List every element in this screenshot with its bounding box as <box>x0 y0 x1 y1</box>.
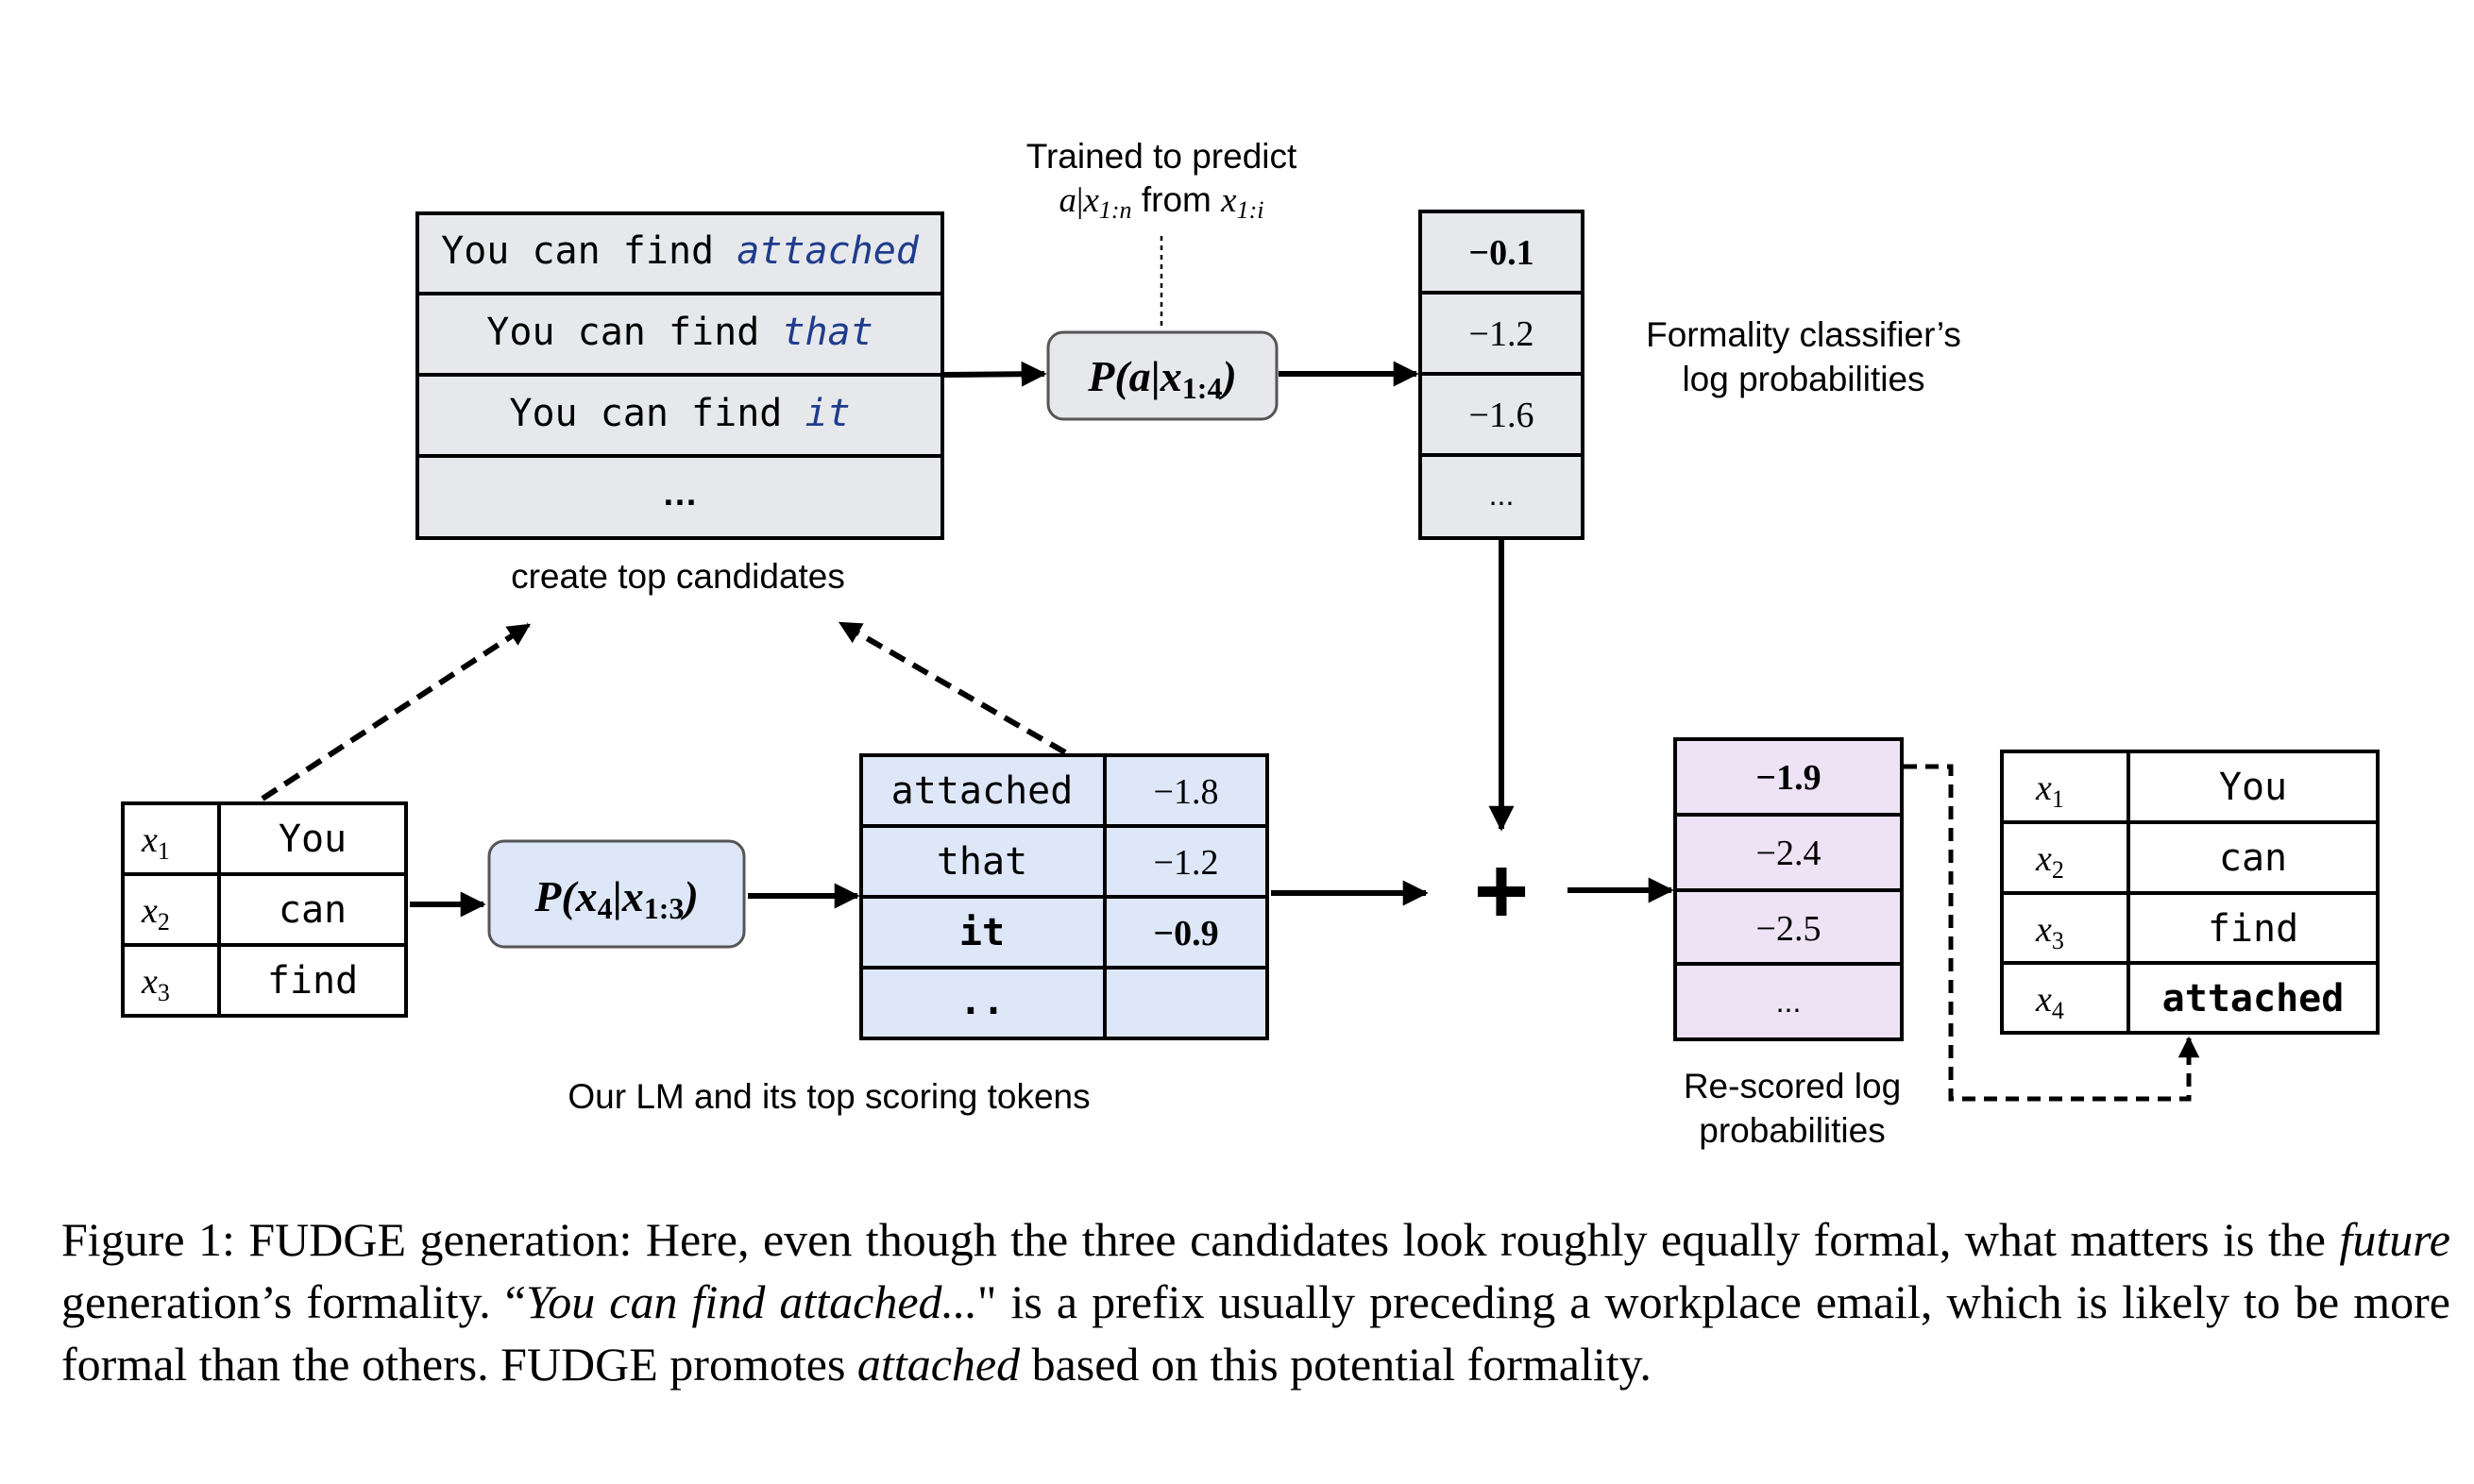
rescored-column: −1.9 −2.4 −2.5 ... <box>1673 737 1904 1041</box>
rescored-to-result-dashed-arrow <box>1904 764 2200 1102</box>
candidate-token: that <box>782 311 873 354</box>
formality-label-line1: Formality classifier’s <box>1646 315 1961 354</box>
lm-score: −1.2 <box>1154 843 1219 883</box>
result-var: x2 <box>2035 839 2064 884</box>
rescored-score: −2.4 <box>1756 834 1822 873</box>
formality-score: −1.2 <box>1469 314 1534 354</box>
prefix-token: find <box>267 959 358 1003</box>
result-token: find <box>2208 907 2298 951</box>
rescored-score: ... <box>1776 985 1802 1019</box>
classifier-note-line1: Trained to predict <box>1026 137 1297 176</box>
candidate-ellipsis: … <box>662 474 698 514</box>
prefix-table: x1 x2 x3 You can find <box>121 801 408 1018</box>
figure-caption: Figure 1: FUDGE generation: Here, even t… <box>61 1213 2450 1391</box>
result-var: x1 <box>2035 768 2064 813</box>
classifier-note-line2: a|x1:n from x1:i <box>1059 180 1264 224</box>
formality-score: ... <box>1489 478 1515 512</box>
lm-score: −1.8 <box>1154 772 1219 812</box>
lm-box: P(x4|x1:3) <box>487 839 746 949</box>
prefix-var: x3 <box>141 962 170 1006</box>
formality-score: −1.6 <box>1469 396 1534 435</box>
prefix-token: You <box>279 818 347 861</box>
svg-text:P(x4|x1:3): P(x4|x1:3) <box>534 872 699 925</box>
prefix-var: x2 <box>141 891 170 936</box>
lm-token: that <box>937 840 1027 884</box>
classifier-box: P(a|x1:4) <box>1046 330 1279 421</box>
plus-sign: + <box>1474 838 1529 944</box>
prefix-to-candidates-dashed-arrow <box>261 622 532 801</box>
rescored-score: −2.5 <box>1756 909 1822 949</box>
candidate-row: You can find it <box>509 392 850 435</box>
result-table: x1 x2 x3 x4 You can find attached <box>2000 750 2380 1035</box>
lm-token: .. <box>959 980 1005 1023</box>
result-token: can <box>2219 836 2287 880</box>
formality-label-line2: log probabilities <box>1682 360 1924 398</box>
top-candidates-table: You can find attached You can find that … <box>415 211 944 540</box>
formality-score: −0.1 <box>1468 233 1534 273</box>
tokens-to-candidates-dashed-arrow <box>838 620 1067 755</box>
rescored-label-line1: Re-scored log <box>1684 1067 1901 1105</box>
svg-text:P(a|x1:4): P(a|x1:4) <box>1087 352 1237 405</box>
formality-scores-column: −0.1 −1.2 −1.6 ... <box>1418 210 1584 540</box>
prefix-var: x1 <box>141 820 170 865</box>
result-var: x4 <box>2035 980 2064 1024</box>
result-token: attached <box>2162 977 2345 1020</box>
candidate-row: You can find that <box>486 311 873 354</box>
candidates-to-classifier-arrow <box>941 361 1047 387</box>
candidate-token: attached <box>737 229 920 273</box>
lm-token: it <box>959 911 1005 954</box>
lm-tokens-table: attached that it .. −1.8 −1.2 −0.9 <box>859 753 1269 1040</box>
rescored-score: −1.9 <box>1755 758 1821 798</box>
result-token: You <box>2219 766 2287 809</box>
lm-score: −0.9 <box>1153 914 1218 953</box>
top-candidates-label: create top candidates <box>511 557 845 596</box>
lm-label: Our LM and its top scoring tokens <box>568 1077 1090 1116</box>
result-var: x3 <box>2035 910 2064 954</box>
candidate-token: it <box>805 392 850 435</box>
lm-token: attached <box>891 769 1074 813</box>
prefix-token: can <box>279 888 347 932</box>
rescored-label-line2: probabilities <box>1699 1111 1885 1150</box>
candidate-row: You can find attached <box>441 229 920 273</box>
